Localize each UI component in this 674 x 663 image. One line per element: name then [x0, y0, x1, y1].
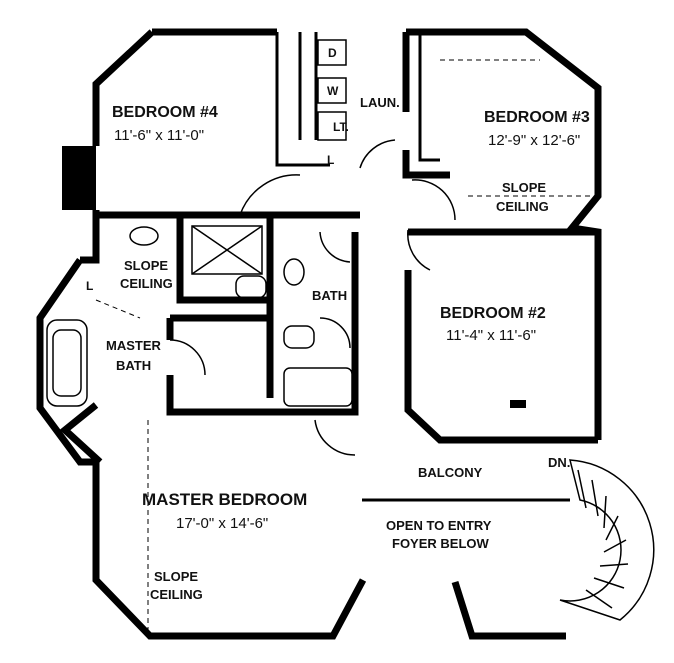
sink-oval [129, 226, 159, 246]
bedroom3-size: 12'-9" x 12'-6" [488, 132, 580, 149]
bedroom3-name: BEDROOM #3 [484, 109, 590, 126]
slope-right-line2: CEILING [496, 199, 549, 214]
spiral-stairs [559, 459, 655, 621]
shower [191, 225, 263, 275]
linen-bath-label: L [86, 279, 93, 293]
dryer-label: D [328, 46, 337, 60]
door-swings [169, 139, 456, 456]
bathtub-hall [283, 367, 353, 407]
laundry-tub-box [317, 111, 347, 141]
slope-bath-line2: CEILING [120, 276, 173, 291]
bedroom4-name: BEDROOM #4 [112, 104, 218, 121]
toilet-1 [235, 275, 267, 299]
linen-label: L [327, 153, 334, 167]
bedroom2-name: BEDROOM #2 [440, 305, 546, 322]
laundry-tub-label: LT. [333, 120, 349, 134]
slope-right-line1: SLOPE [502, 180, 546, 195]
bathtub-master [46, 319, 88, 407]
bedroom4-size: 11'-6" x 11'-0" [114, 127, 204, 144]
slope-master-line1: SLOPE [154, 569, 198, 584]
master-bath-line2: BATH [116, 358, 151, 373]
bedroom2-size: 11'-4" x 11'-6" [446, 327, 536, 344]
interior-walls [59, 32, 598, 502]
bath-label: BATH [312, 288, 347, 303]
slope-bath-line1: SLOPE [124, 258, 168, 273]
bath-sink [283, 258, 305, 286]
open-entry-line1: OPEN TO ENTRY [386, 518, 492, 533]
washer-label: W [327, 84, 339, 98]
toilet-2 [283, 325, 315, 349]
master-bath-line1: MASTER [106, 338, 162, 353]
master-bedroom-size: 17'-0" x 14'-6" [176, 515, 268, 532]
slope-master-line2: CEILING [150, 587, 203, 602]
dryer-box [317, 39, 347, 66]
laundry-label: LAUN. [360, 95, 400, 110]
open-entry-line2: FOYER BELOW [392, 536, 490, 551]
down-label: DN. [548, 455, 570, 470]
master-bedroom-name: MASTER BEDROOM [142, 490, 307, 509]
fixtures [46, 39, 526, 408]
balcony-label: BALCONY [418, 465, 483, 480]
washer-box [317, 77, 347, 104]
slope-ceiling-lines [95, 59, 596, 630]
